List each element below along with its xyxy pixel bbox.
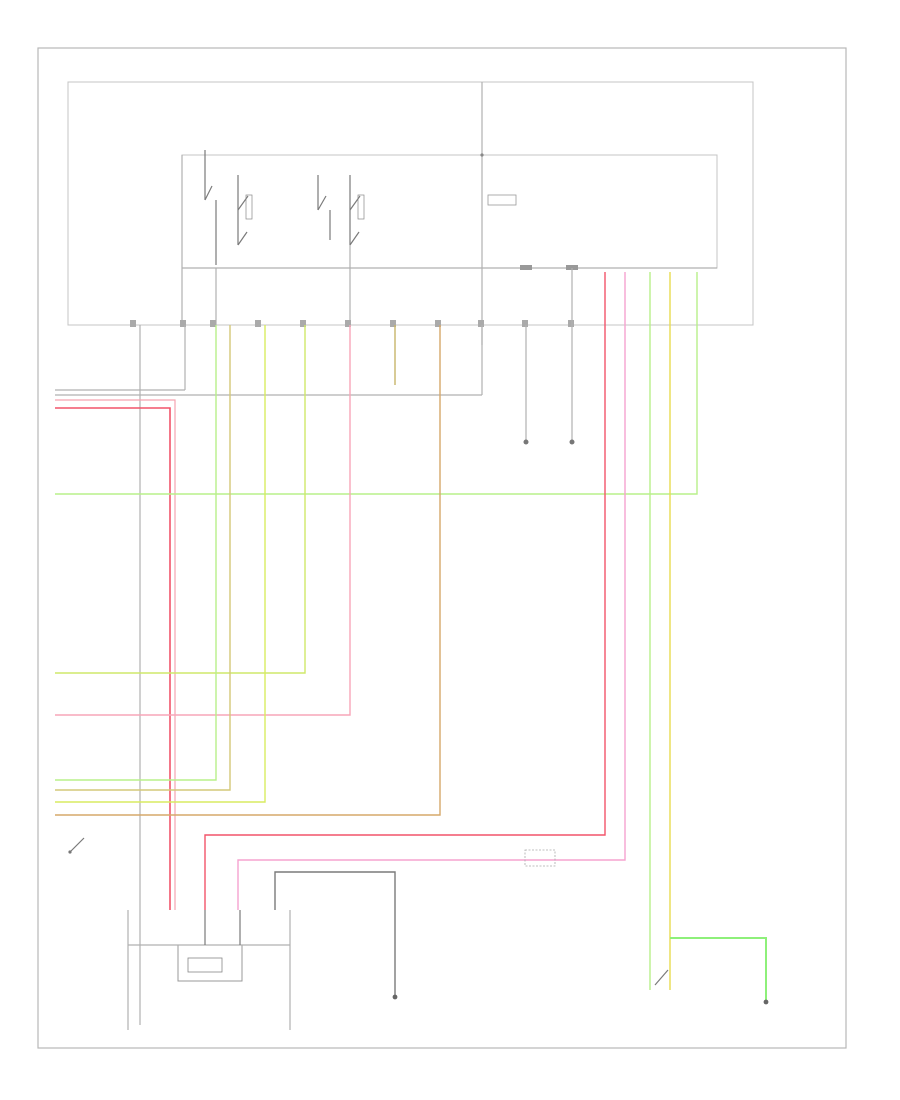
relay-1 — [204, 150, 253, 265]
control-unit-box — [67, 81, 754, 326]
gray-harness — [55, 268, 573, 1025]
module-bus — [181, 155, 717, 325]
wire-green-long — [55, 272, 698, 495]
switch-lower — [68, 837, 85, 854]
diagram-frame — [37, 47, 847, 1049]
ground-right — [763, 999, 769, 1005]
connector-lower-right — [524, 849, 556, 867]
wire-pink-2 — [237, 272, 626, 910]
sensor-a — [523, 439, 575, 445]
relay-2 — [317, 175, 365, 246]
wire-red-1 — [55, 407, 171, 910]
sub-module-box — [181, 154, 718, 269]
switch-lower-right — [654, 969, 669, 986]
wire-yellow-green-2 — [55, 325, 266, 803]
power-feed — [480, 82, 517, 345]
wire-green-2 — [55, 325, 217, 781]
ground-1 — [274, 871, 398, 1000]
wire-red-2 — [55, 399, 176, 910]
wire-bright-green — [670, 937, 767, 1000]
connector-row — [130, 320, 574, 327]
motor-module — [127, 910, 291, 1030]
wire-red-3 — [204, 272, 606, 910]
wire-yellow-green-1 — [55, 325, 306, 674]
wire-pink-1 — [55, 325, 351, 716]
wire-brown-1 — [55, 325, 441, 816]
wire-olive-1 — [55, 325, 231, 791]
